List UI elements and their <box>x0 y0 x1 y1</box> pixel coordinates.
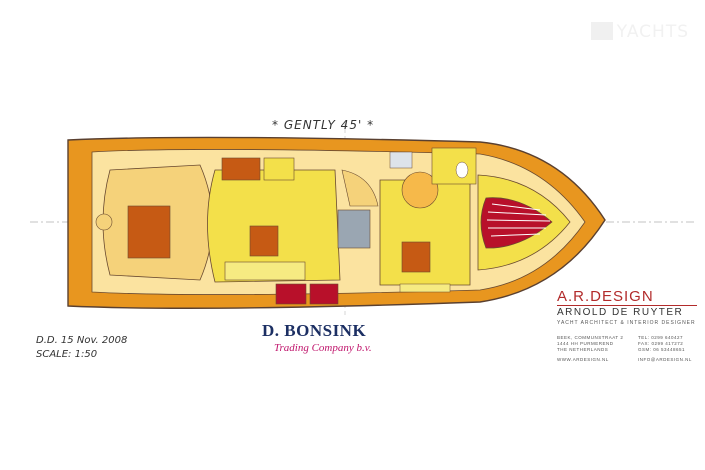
watermark-text: YACHTS <box>616 22 689 42</box>
side-berth <box>399 283 451 293</box>
designer-block: A.R.DESIGN ARNOLD DE RUYTER YACHT ARCHIT… <box>557 288 697 326</box>
designer-contact: TEL: 0299 640427 FAX: 0299 417272 GSM: 0… <box>638 335 692 363</box>
galley-sink <box>263 157 295 181</box>
dinette-seat <box>224 261 306 281</box>
plan-title: * GENTLY 45' * <box>272 118 375 132</box>
cockpit-table <box>127 205 171 259</box>
v-berth-stripes <box>486 203 551 237</box>
company-subtitle: Trading Company b.v. <box>274 342 372 354</box>
salon-table <box>249 225 279 257</box>
contact-line: TEL: 0299 640427 <box>638 335 684 340</box>
contact-line: GSM: 06 53448651 <box>638 347 686 352</box>
contact-line: FAX: 0299 417272 <box>638 341 684 346</box>
email: INFO@ARDESIGN.NL <box>638 357 692 362</box>
shower-round <box>401 171 439 209</box>
galley-counter <box>221 157 261 181</box>
cockpit-hatch <box>95 213 113 231</box>
watermark: YACHTS <box>590 22 689 42</box>
helm-console <box>337 209 371 249</box>
address-line: THE NETHERLANDS <box>557 347 609 352</box>
designer-name: ARNOLD DE RUYTER <box>557 307 684 318</box>
address-line: BEEK, COMMUNSTRAAT 2 <box>557 335 624 340</box>
watermark-logo-icon <box>590 22 613 40</box>
designer-address: BEEK, COMMUNSTRAAT 2 1444 HH PURMEREND T… <box>557 335 623 363</box>
designer-brand: A.R.DESIGN <box>557 288 697 306</box>
scale-line: SCALE: 1:50 <box>36 349 98 360</box>
date-line: D.D. 15 Nov. 2008 <box>36 335 128 346</box>
company-block: D. BONSINK Trading Company b.v. <box>262 321 372 354</box>
toilet <box>455 161 469 179</box>
designer-role: YACHT ARCHITECT & INTERIOR DESIGNER <box>557 320 696 326</box>
companion-stairs <box>341 169 379 207</box>
mid-table <box>401 241 431 273</box>
head-compartment <box>431 147 477 185</box>
aft-berth-2 <box>309 283 339 305</box>
address-line: 1444 HH PURMEREND <box>557 341 614 346</box>
company-name: D. BONSINK <box>262 321 367 340</box>
aft-berth <box>275 283 307 305</box>
website: WWW.ARDESIGN.NL <box>557 357 609 362</box>
stove <box>389 151 413 169</box>
